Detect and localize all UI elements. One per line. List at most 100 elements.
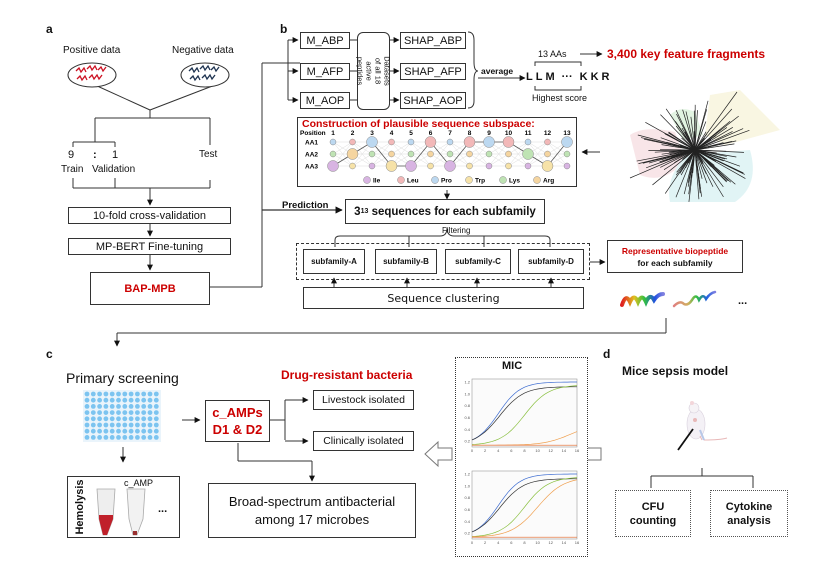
plate-well: [147, 410, 153, 415]
plate-well: [90, 397, 96, 403]
plate-well: [128, 422, 134, 428]
position-number: 3: [370, 130, 374, 137]
plate-well: [153, 410, 159, 415]
plate-well: [141, 397, 147, 403]
highest-score-label: Highest score: [532, 93, 588, 103]
subfamily-group: [296, 243, 590, 280]
plate-well: [135, 422, 140, 428]
residue-node: [522, 148, 534, 160]
mic-plot-area: [471, 470, 578, 540]
residue-node: [502, 136, 515, 148]
mic-x-tick: 6: [510, 540, 513, 545]
mic-growth-curve: [471, 478, 577, 533]
residue-node: [524, 162, 532, 170]
mic-plot-area: [471, 378, 578, 448]
plate-well: [153, 404, 159, 409]
hemolysis-tubes-image: [96, 488, 146, 536]
mic-x-tick: 8: [523, 448, 526, 453]
mic-growth-curve: [471, 385, 578, 445]
negative-data-icon: [180, 62, 230, 88]
legend-label: Lys: [509, 178, 520, 185]
key-fragments-label: 3,400 key feature fragments: [607, 47, 766, 61]
mic-x-tick: 14: [562, 448, 567, 453]
residue-node: [366, 136, 378, 148]
mic-y-tick: 1.0: [464, 483, 470, 488]
plate-well: [122, 410, 128, 415]
position-number: 8: [468, 130, 472, 137]
plate-well: [109, 404, 115, 409]
residue-node: [485, 150, 493, 158]
plate-well: [141, 410, 147, 415]
position-number: 11: [525, 130, 532, 137]
plate-well: [84, 428, 90, 434]
shap-afp-box: SHAP_AFP: [400, 63, 466, 80]
plate-well: [84, 391, 90, 397]
filtering-label: Filtering: [442, 226, 471, 235]
plate-well: [122, 428, 128, 434]
plate-well: [97, 410, 102, 415]
plate-well: [135, 435, 140, 440]
plate-well: [141, 428, 147, 434]
peptide-structure-2-image: [672, 290, 717, 308]
cytokine-analysis-box: Cytokine analysis: [710, 490, 788, 537]
plate-well: [122, 391, 128, 397]
sequences-text: sequences for each subfamily: [368, 205, 536, 218]
representative-line2: for each subfamily: [637, 257, 713, 268]
model-abp-box: M_ABP: [300, 32, 350, 49]
legend-swatch: [363, 176, 371, 184]
residue: K: [590, 71, 599, 83]
mic-y-tick: 0.8: [464, 403, 470, 408]
plate-well: [147, 397, 153, 403]
drug-resistant-title: Drug-resistant bacteria: [281, 368, 413, 382]
residue-node: [349, 162, 356, 170]
plate-well: [135, 391, 140, 397]
plate-well: [84, 404, 90, 409]
mic-y-tick: 1.0: [464, 391, 470, 396]
residue-node: [329, 150, 337, 158]
mic-x-tick: 10: [535, 540, 540, 545]
mic-y-tick: 0.6: [464, 507, 470, 512]
model-afp-box: M_AFP: [300, 63, 350, 80]
mic-y-tick: 0.8: [464, 495, 470, 500]
plate-well: [90, 435, 96, 440]
plate-well: [97, 397, 102, 403]
mic-y-tick: 1.2: [464, 379, 470, 384]
plate-well: [141, 416, 147, 422]
plate-well: [103, 416, 109, 422]
plate-well: [90, 410, 96, 415]
livestock-isolated-box: Livestock isolated: [313, 390, 414, 410]
plate-well: [147, 404, 153, 409]
mic-x-tick: 12: [549, 540, 554, 545]
aa-row-label: AA3: [305, 164, 318, 171]
plate-well: [135, 410, 140, 415]
ratio-validation-value: 1: [112, 149, 119, 161]
aa-row-label: AA2: [305, 152, 318, 159]
residue-node: [405, 160, 417, 172]
residue-node: [388, 138, 395, 146]
residue-node: [388, 150, 395, 158]
plate-well: [153, 422, 159, 428]
plate-well: [135, 428, 140, 434]
mic-y-tick: 0.4: [464, 519, 470, 524]
mic-x-tick: 2: [484, 540, 487, 545]
residue-node: [505, 150, 512, 158]
plate-well: [116, 404, 121, 409]
position-number: 13: [563, 130, 571, 137]
test-label: Test: [199, 149, 218, 160]
plate-well: [109, 416, 115, 422]
plate-well: [90, 404, 96, 409]
mic-y-tick: 0.2: [464, 439, 470, 444]
plate-well: [141, 404, 147, 409]
cytokine-line1: Cytokine: [725, 500, 773, 513]
residue-node: [485, 162, 493, 170]
plate-well: [97, 391, 102, 397]
plate-well: [135, 397, 140, 403]
residue-node: [385, 160, 398, 172]
plate-well: [116, 435, 121, 440]
broad-line1: Broad-spectrum antibacterial: [228, 493, 396, 509]
cfu-line2: counting: [629, 514, 677, 527]
shap-aop-box: SHAP_AOP: [400, 92, 466, 109]
mic-growth-curve: [471, 381, 577, 441]
